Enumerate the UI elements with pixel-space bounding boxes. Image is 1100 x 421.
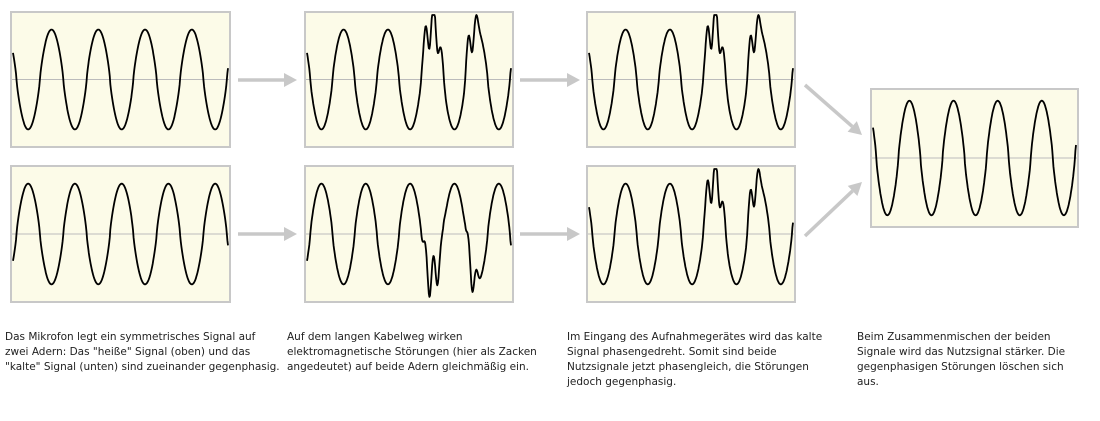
caption-microphone: Das Mikrofon legt ein symmetrisches Sign… (5, 331, 280, 373)
arrow-hot-to-cable (238, 73, 297, 87)
waveform-line (588, 168, 794, 286)
waveform-line (12, 28, 229, 131)
caption-phase-reversal: Im Eingang des Aufnahmegerätes wird das … (567, 331, 823, 388)
cold-signal-with-noise-panel (304, 165, 514, 303)
waveform-line (872, 99, 1077, 217)
caption-cable-interference: Auf dem langen Kabelweg wirken elektroma… (287, 331, 537, 373)
waveform-line (306, 14, 512, 131)
mixed-output-panel (870, 88, 1079, 228)
cold-signal-panel (10, 165, 231, 303)
waveform-line (12, 182, 229, 286)
caption-mixing: Beim Zusammenmischen der beiden Signale … (857, 331, 1066, 388)
arrow-cold-to-mix (803, 182, 862, 238)
hot-signal-with-noise-panel (304, 11, 514, 148)
balanced-signal-diagram (10, 11, 1079, 303)
arrow-cold-to-cable (238, 227, 297, 241)
arrow-cold-to-input (520, 227, 580, 241)
waveform-line (306, 182, 512, 298)
hot-signal-at-input-panel (586, 11, 796, 148)
arrow-hot-to-mix (803, 83, 862, 135)
waveform-line (588, 14, 794, 131)
cold-signal-phase-reversed-panel (586, 165, 796, 303)
hot-signal-panel (10, 11, 231, 148)
arrow-hot-to-input (520, 73, 580, 87)
